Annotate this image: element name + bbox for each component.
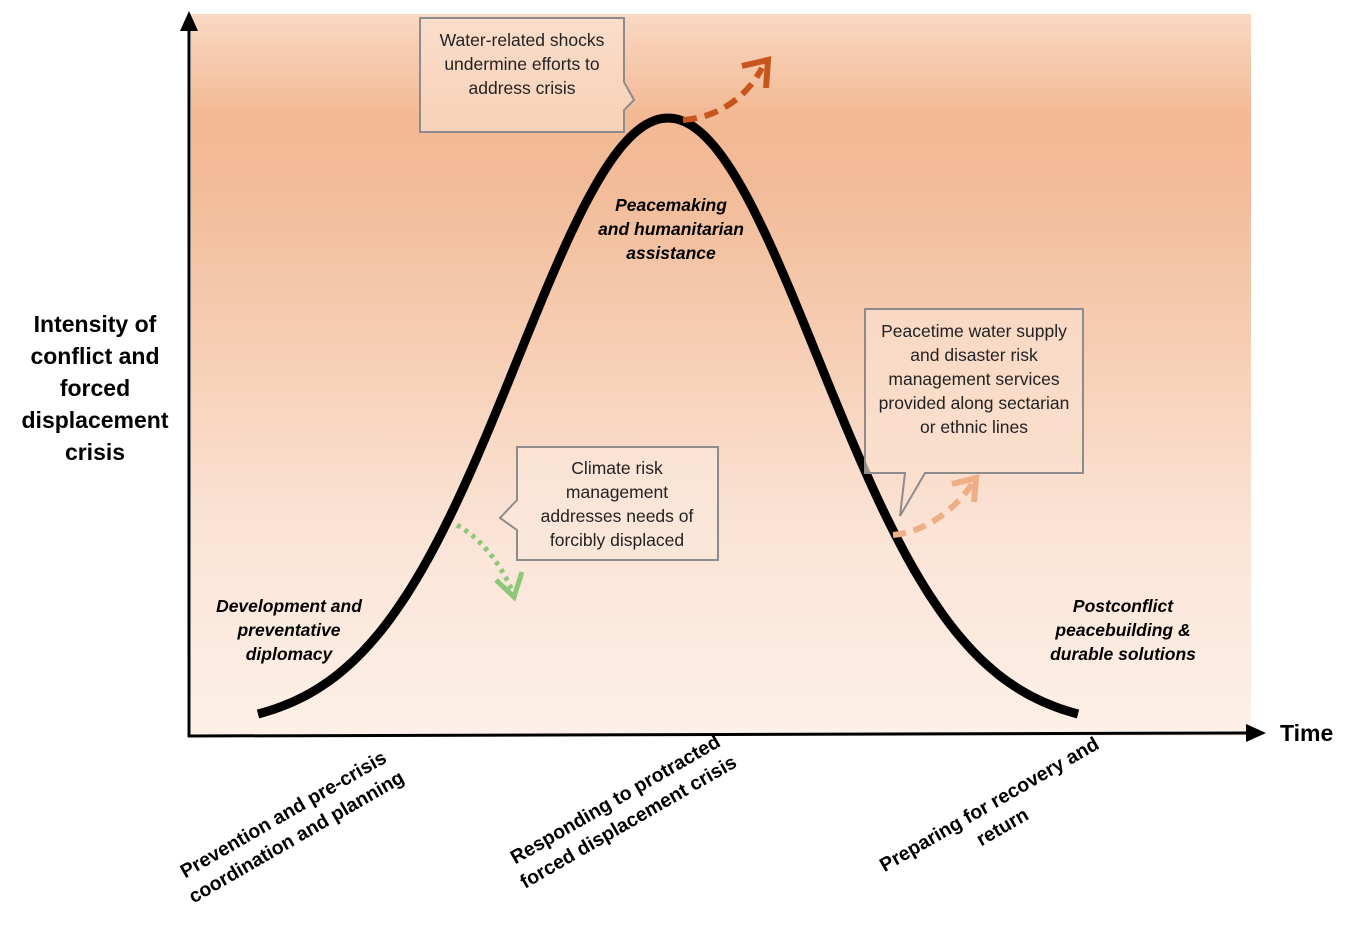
arrow-worsening-dark-orange-head	[741, 56, 772, 89]
arrow-climate-green-head	[494, 571, 525, 602]
arrow-recovery-light-orange-head	[951, 474, 980, 503]
arrow-recovery-light-orange	[892, 482, 975, 538]
arrow-climate-green	[455, 522, 515, 592]
phase-peacemaking-label: Peacemaking and humanitarian assistance	[598, 195, 744, 263]
callout-climate-risk-text: Climate risk management addresses needs …	[540, 458, 694, 550]
callout-water-shocks-text: Water-related shocks undermine efforts t…	[439, 30, 605, 98]
y-axis-label: Intensity of conflict and forced displac…	[21, 311, 169, 465]
y-axis-arrowhead	[180, 11, 198, 31]
crisis-intensity-curve	[256, 113, 1080, 719]
callout-water-shocks-box	[419, 17, 636, 133]
arrow-worsening-dark-orange	[682, 66, 765, 123]
x-axis-arrowhead	[1246, 724, 1266, 742]
x-axis-label: Time	[1280, 720, 1334, 746]
callout-climate-risk-box	[498, 446, 719, 561]
x-axis-line	[187, 731, 1251, 738]
callout-peacetime-water-box	[864, 308, 1084, 517]
phase-postconflict-label: Postconflict peacebuilding & durable sol…	[1050, 596, 1196, 664]
phase-development-label: Development and preventative diplomacy	[216, 596, 362, 664]
callout-peacetime-water-text: Peacetime water supply and disaster risk…	[878, 321, 1070, 437]
